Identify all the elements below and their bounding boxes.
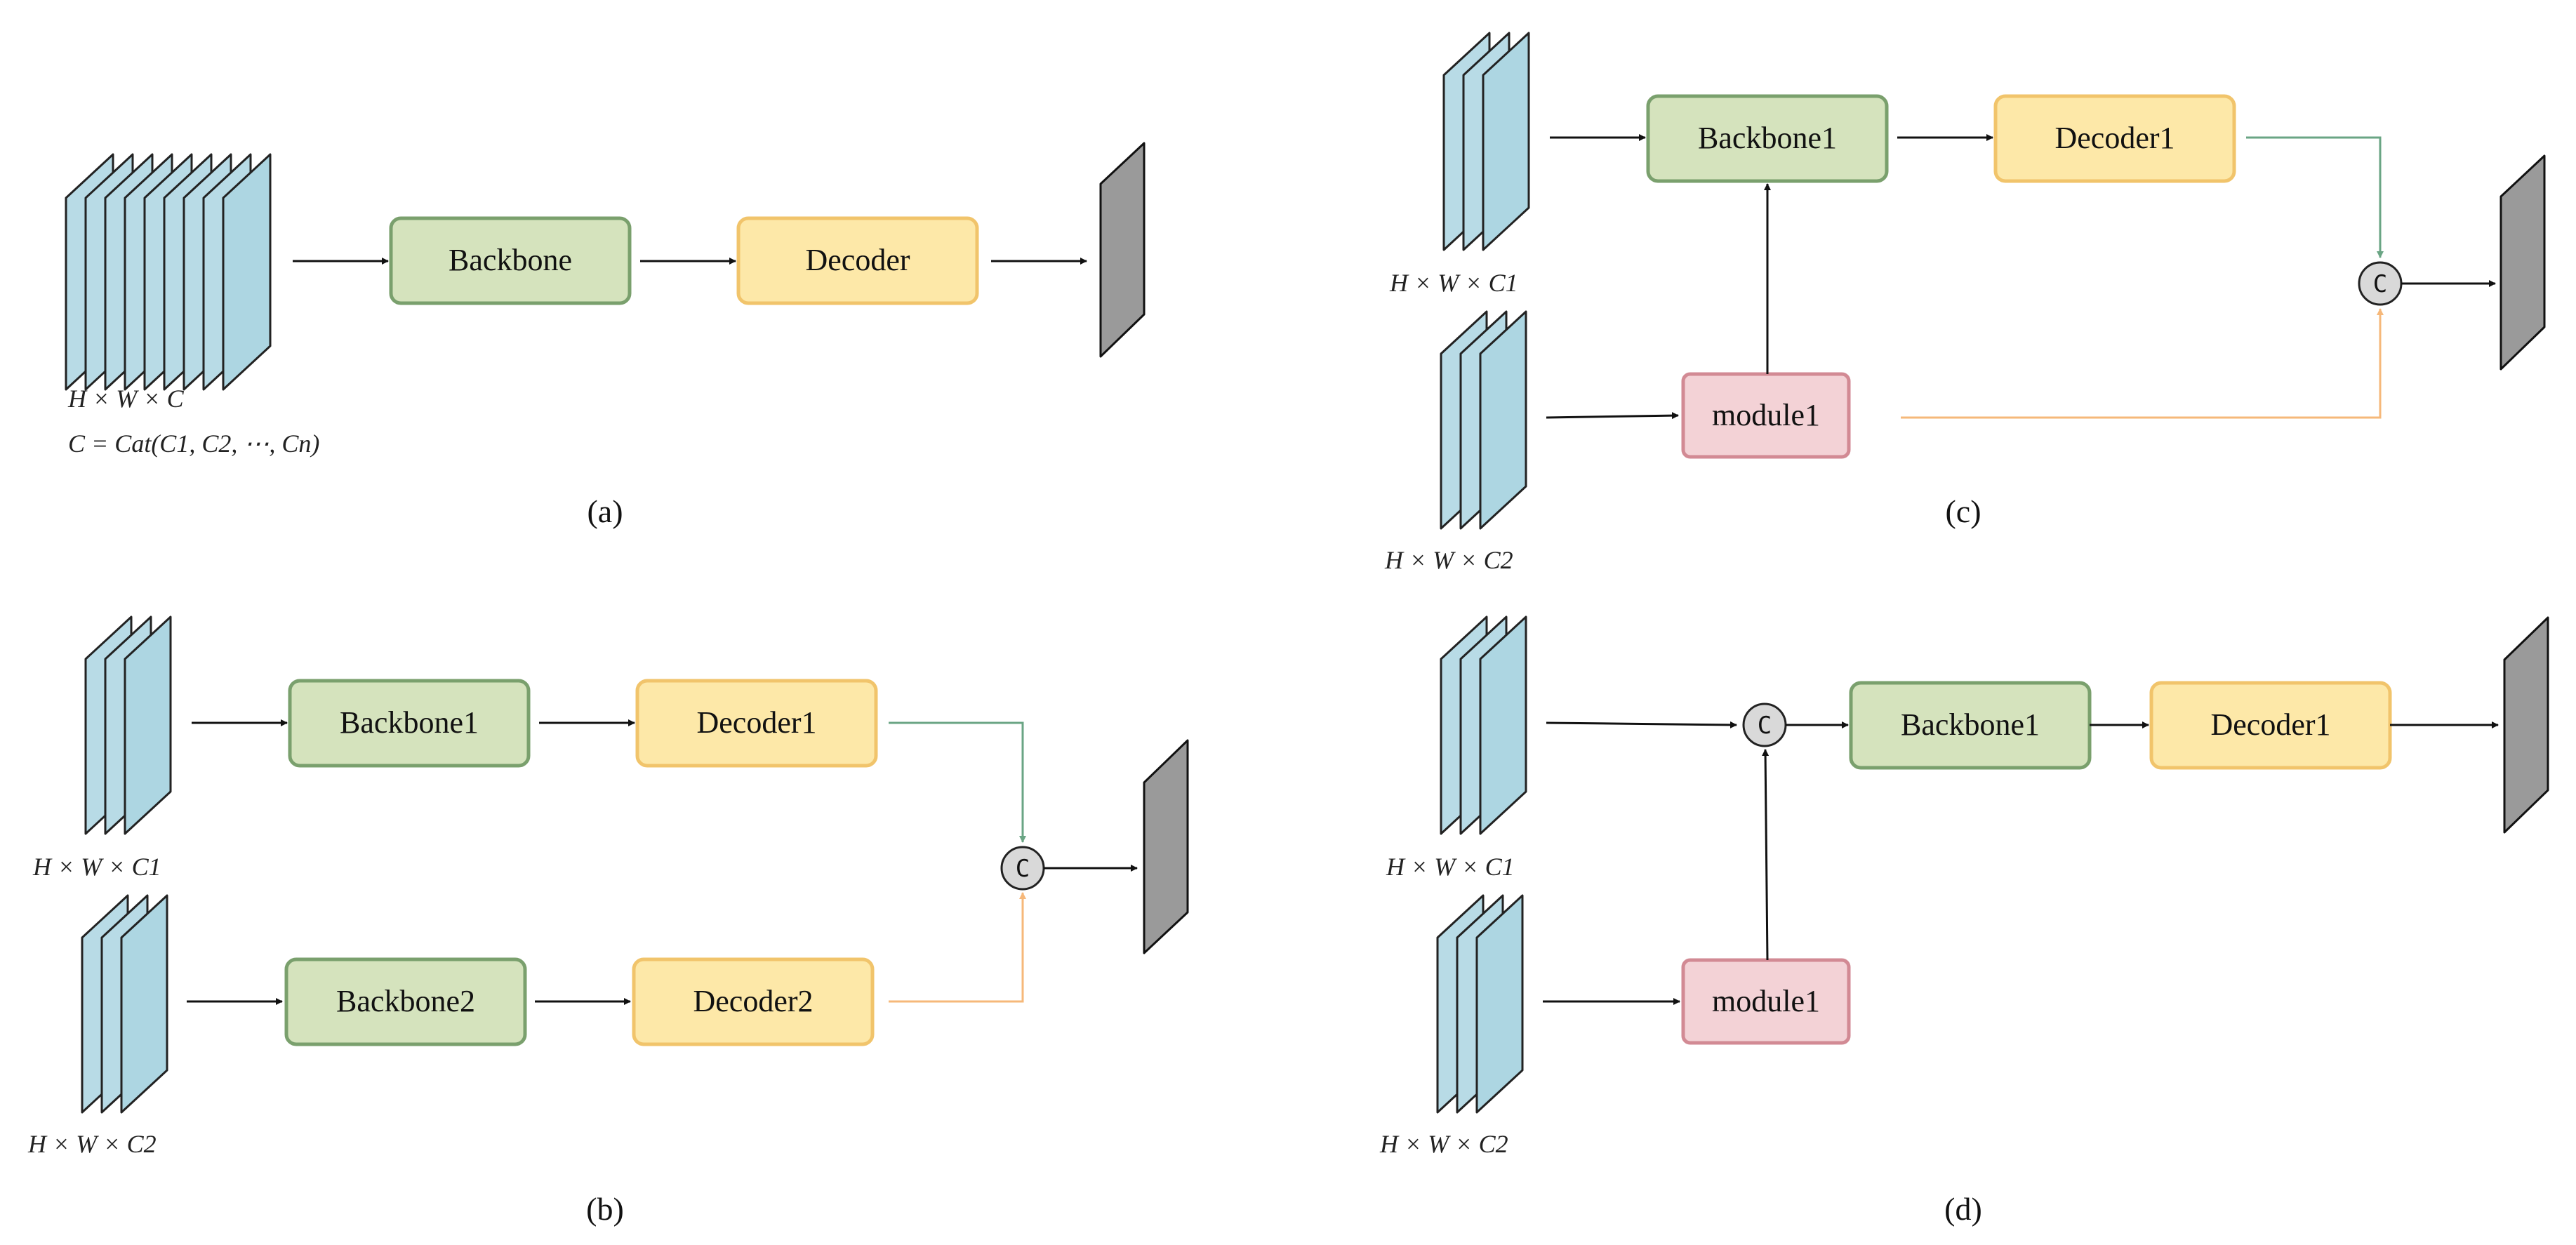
decoder1-block-d: Decoder1: [2149, 681, 2392, 770]
concat-symbol-c: C: [2373, 270, 2387, 298]
input2-dims-c: H × W × C2: [1384, 546, 1513, 574]
module1-label-d: module1: [1712, 984, 1820, 1018]
backbone1-label-d: Backbone1: [1901, 707, 2040, 742]
decoder-label-a: Decoder: [805, 243, 910, 277]
input-stack-d2: [1436, 894, 1524, 1114]
decoder1-block-b: Decoder1: [635, 679, 878, 768]
arrow-input1-to-concat-d: [1546, 721, 1737, 728]
arrow-decoder1-to-concat-b: [889, 721, 1026, 843]
panel-c: H × W × C1 Backbone1 Decoder1 H × W × C2…: [1384, 32, 2546, 574]
output-map-a: [1099, 142, 1146, 358]
backbone1-block-b: Backbone1: [288, 679, 531, 768]
concat-symbol-b: C: [1016, 855, 1030, 883]
input-stack-d1: [1440, 615, 1527, 835]
arrow-module1-to-concat-d: [1762, 749, 1770, 961]
layer-front: [1475, 894, 1524, 1114]
decoder2-label-b: Decoder2: [693, 984, 813, 1018]
decoder1-block-c: Decoder1: [1993, 94, 2236, 183]
concat-node-d: C: [1742, 703, 1787, 747]
concat-node-b: C: [1000, 846, 1045, 891]
input2-dims-d: H × W × C2: [1379, 1130, 1508, 1158]
output-map-c: [2499, 154, 2546, 371]
panel-a: H × W × C C = Cat(C1, C2, ⋯, Cn) Backbon…: [65, 142, 1146, 529]
layer-front: [124, 615, 172, 835]
layer-front: [1479, 310, 1527, 530]
input2-dims-b: H × W × C2: [27, 1130, 157, 1158]
caption-a: (a): [587, 493, 623, 529]
backbone-label-a: Backbone: [449, 243, 572, 277]
arrow-input2-to-module1-c: [1546, 412, 1679, 420]
caption-d: (d): [1944, 1191, 1982, 1227]
arrow-module1-to-concat-c: [1901, 308, 2384, 419]
decoder2-block-b: Decoder2: [632, 957, 875, 1046]
decoder1-label-b: Decoder1: [696, 705, 816, 740]
arrow-decoder2-to-concat-b: [889, 892, 1026, 1003]
module1-label-c: module1: [1712, 398, 1820, 432]
input-dims-a: H × W × C: [67, 385, 185, 413]
output-map-b: [1143, 739, 1189, 954]
input1-dims-d: H × W × C1: [1386, 853, 1515, 881]
input-stack-c2: [1440, 310, 1527, 530]
input1-dims-b: H × W × C1: [32, 853, 161, 881]
layer-front: [1482, 32, 1530, 251]
backbone-block-a: Backbone: [389, 216, 632, 305]
panel-d: H × W × C1 C Backbone1 Decoder1 H × W × …: [1379, 615, 2549, 1227]
module1-block-c: module1: [1681, 372, 1851, 459]
backbone1-label-b: Backbone1: [340, 705, 479, 740]
input-stack-c1: [1442, 32, 1530, 251]
concat-symbol-d: C: [1758, 712, 1772, 740]
concat-formula-a: C = Cat(C1, C2, ⋯, Cn): [68, 430, 319, 458]
input-stack-b2: [81, 894, 168, 1114]
layer-front: [120, 894, 168, 1114]
decoder-block-a: Decoder: [736, 216, 979, 305]
concat-node-c: C: [2358, 261, 2403, 306]
input-stack-a: [65, 153, 272, 391]
decoder1-label-d: Decoder1: [2210, 707, 2330, 742]
backbone2-block-b: Backbone2: [284, 957, 527, 1046]
output-map-d: [2503, 616, 2549, 834]
arrow-decoder1-to-concat-c: [2246, 136, 2384, 258]
input1-dims-c: H × W × C1: [1389, 269, 1518, 297]
backbone2-label-b: Backbone2: [336, 984, 475, 1018]
input-stack-b1: [84, 615, 172, 835]
caption-c: (c): [1945, 493, 1981, 529]
layer-front: [222, 153, 272, 391]
caption-b: (b): [586, 1191, 624, 1227]
module1-block-d: module1: [1681, 958, 1851, 1045]
layer-front: [1479, 615, 1527, 835]
decoder1-label-c: Decoder1: [2054, 121, 2175, 155]
backbone1-block-d: Backbone1: [1849, 681, 2092, 770]
panel-b: H × W × C1 Backbone1 Decoder1 H × W × C2…: [27, 615, 1189, 1227]
backbone1-block-c: Backbone1: [1646, 94, 1889, 183]
backbone1-label-c: Backbone1: [1698, 121, 1837, 155]
